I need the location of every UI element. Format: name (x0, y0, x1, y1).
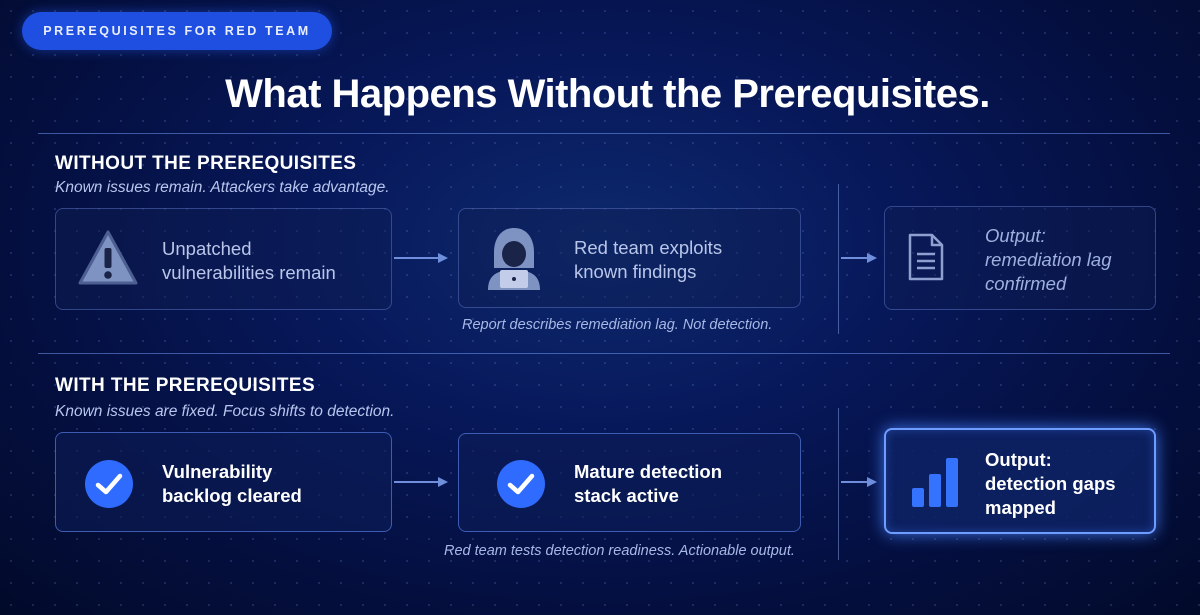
page-title: What Happens Without the Prerequisites. (225, 72, 990, 116)
bar-chart-icon (912, 458, 958, 507)
checkmark-circle-icon (85, 460, 133, 508)
warning-triangle-icon (78, 230, 138, 285)
without-output (884, 206, 1156, 310)
title-divider (38, 133, 1170, 134)
with-note: Red team tests detection readiness. Acti… (444, 543, 795, 559)
document-icon (908, 233, 944, 281)
with-heading: WITH THE PREREQUISITES (55, 375, 316, 396)
hooded-hacker-laptop-icon (488, 228, 540, 290)
with-divider (838, 408, 839, 560)
arrow-right-icon (394, 477, 448, 487)
arrow-right-icon (841, 253, 877, 263)
checkmark-circle-icon (497, 460, 545, 508)
section-tag: PREREQUISITES FOR RED TEAM (22, 12, 332, 50)
arrow-right-icon (394, 253, 448, 263)
without-divider (838, 184, 839, 334)
with-subheading: Known issues are fixed. Focus shifts to … (55, 403, 395, 420)
without-subheading: Known issues remain. Attackers take adva… (55, 179, 390, 196)
section-divider (38, 353, 1170, 354)
arrow-right-icon (841, 477, 877, 487)
without-note: Report describes remediation lag. Not de… (462, 317, 773, 333)
without-heading: WITHOUT THE PREREQUISITES (55, 153, 357, 174)
